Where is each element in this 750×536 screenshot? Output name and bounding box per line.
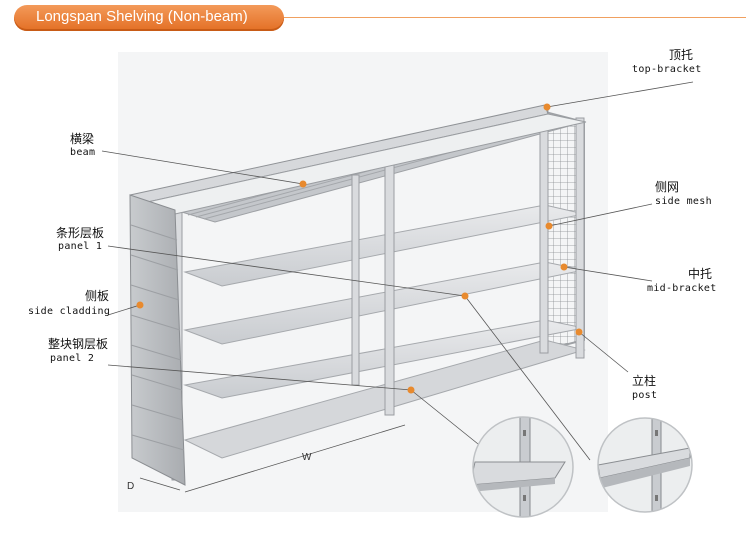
label-beam-cn: 横梁 (70, 132, 95, 146)
label-mid-bracket-cn: 中托 (688, 267, 713, 281)
label-panel-2-en: panel 2 (50, 353, 95, 364)
marker-side-cladding (136, 301, 144, 309)
dimension-depth-label: D (127, 481, 135, 492)
title-divider (284, 17, 746, 18)
dimension-lines (139, 424, 406, 493)
label-side-mesh-cn: 侧网 (655, 180, 680, 194)
label-post-cn: 立柱 (632, 374, 657, 388)
title-banner (14, 5, 284, 31)
label-panel-1-cn: 条形层板 (56, 226, 105, 240)
callout-markers (136, 103, 583, 394)
label-side-cladding-en: side cladding (28, 306, 111, 317)
dimension-width-label: W (302, 452, 312, 463)
marker-side-mesh (545, 222, 553, 230)
label-post-en: post (632, 390, 658, 401)
marker-panel-1 (461, 292, 469, 300)
side-cladding (129, 194, 186, 486)
label-beam-en: beam (70, 147, 96, 158)
label-panel-1-en: panel 1 (58, 241, 103, 252)
page-title: Longspan Shelving (Non-beam) (36, 8, 248, 25)
label-top-bracket-cn: 顶托 (669, 48, 694, 62)
detail-inset-panel-1 (597, 417, 693, 513)
leader-lines (101, 81, 694, 461)
label-panel-2-cn: 整块钢层板 (48, 337, 109, 351)
label-top-bracket-en: top-bracket (632, 64, 702, 75)
detail-inset-panel-2 (472, 416, 574, 518)
marker-panel-2 (407, 386, 415, 394)
marker-mid-bracket (560, 263, 568, 271)
label-side-cladding-cn: 侧板 (85, 289, 110, 303)
marker-beam (299, 180, 307, 188)
label-side-mesh-en: side mesh (655, 196, 712, 207)
marker-top-bracket (543, 103, 551, 111)
label-mid-bracket-en: mid-bracket (647, 283, 717, 294)
marker-post (575, 328, 583, 336)
